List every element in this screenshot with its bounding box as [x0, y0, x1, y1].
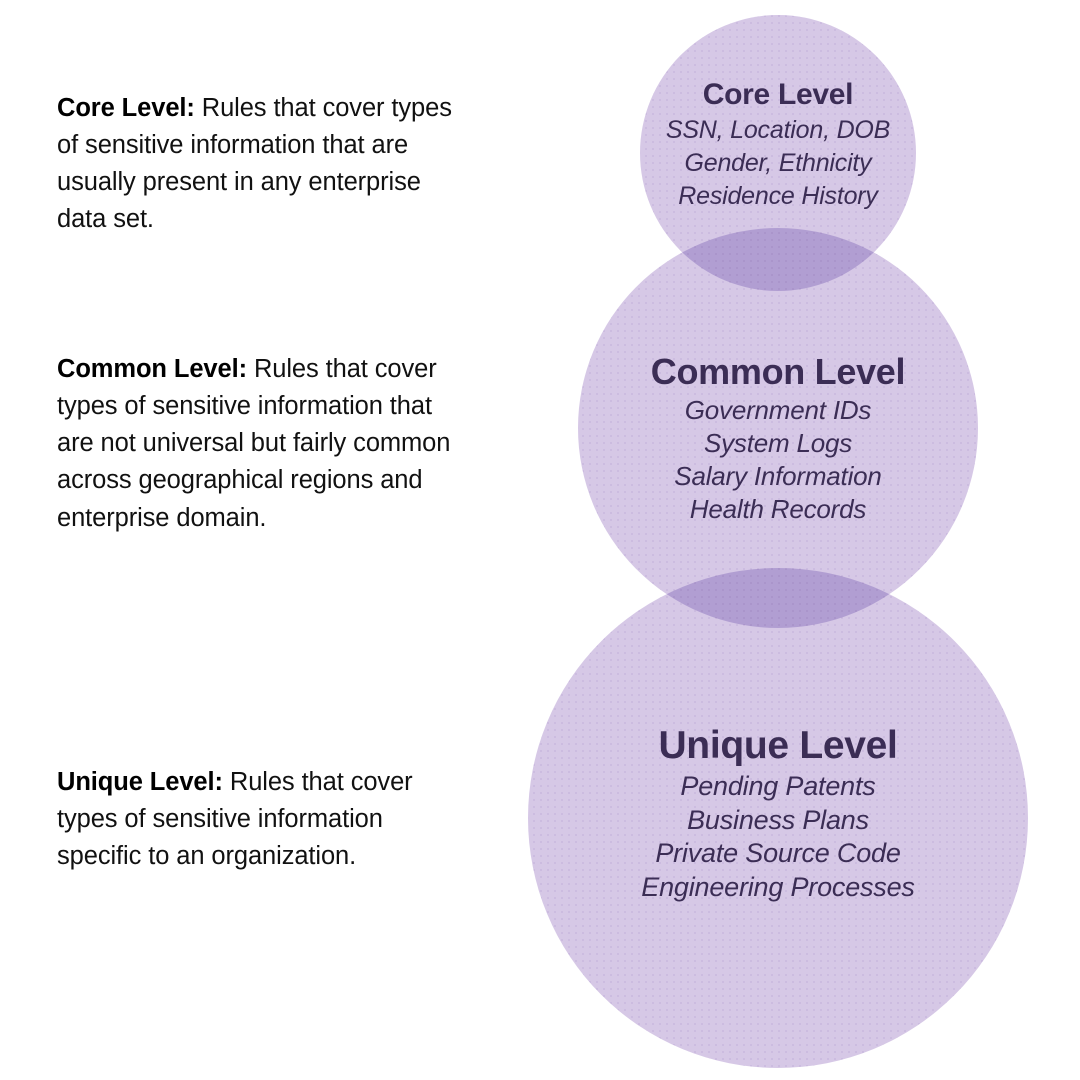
circle-unique-items: Pending Patents Business Plans Private S… — [548, 770, 1008, 904]
circle-label-common: Common Level Government IDs System Logs … — [548, 350, 1008, 526]
circle-unique-item: Business Plans — [687, 804, 869, 835]
circle-unique-item: Private Source Code — [655, 838, 901, 868]
circle-core-items: SSN, Location, DOB Gender, Ethnicity Res… — [548, 114, 1008, 213]
circle-common-item: Government IDs — [684, 395, 872, 425]
circle-unique-item: Pending Patents — [680, 771, 876, 801]
description-unique-body: Rules that cover types of sensitive info… — [57, 767, 413, 871]
circle-core-item: SSN, Location, DOB — [665, 116, 891, 144]
description-common-lead: Common Level: — [57, 354, 247, 383]
circle-common-item: Salary Information — [674, 461, 882, 491]
circle-core-title: Core Level — [702, 78, 854, 111]
circle-common-items: Government IDs System Logs Salary Inform… — [548, 394, 1008, 526]
description-column: Core Level: Rules that cover types of se… — [57, 0, 457, 1080]
circle-common — [578, 228, 978, 628]
description-unique: Unique Level: Rules that cover types of … — [57, 764, 452, 876]
circle-core — [640, 15, 916, 291]
circle-unique-item: Engineering Processes — [641, 871, 915, 902]
circle-common-item: Health Records — [689, 494, 867, 524]
description-common-body: Rules that cover types of sensitive info… — [57, 354, 451, 532]
circle-common-item: System Logs — [703, 428, 853, 458]
circle-label-unique: Unique Level Pending Patents Business Pl… — [548, 722, 1008, 904]
description-core: Core Level: Rules that cover types of se… — [57, 90, 452, 239]
circle-core-item: Residence History — [678, 182, 878, 210]
circle-core-item: Gender, Ethnicity — [684, 149, 872, 177]
description-common: Common Level: Rules that cover types of … — [57, 351, 452, 537]
circle-common-title: Common Level — [650, 351, 906, 392]
description-core-body: Rules that cover types of sensitive info… — [57, 93, 452, 234]
description-unique-lead: Unique Level: — [57, 767, 223, 796]
circle-unique-title: Unique Level — [658, 724, 898, 767]
description-core-lead: Core Level: — [57, 93, 195, 122]
circle-unique — [528, 568, 1028, 1068]
circle-label-core: Core Level SSN, Location, DOB Gender, Et… — [548, 76, 1008, 213]
